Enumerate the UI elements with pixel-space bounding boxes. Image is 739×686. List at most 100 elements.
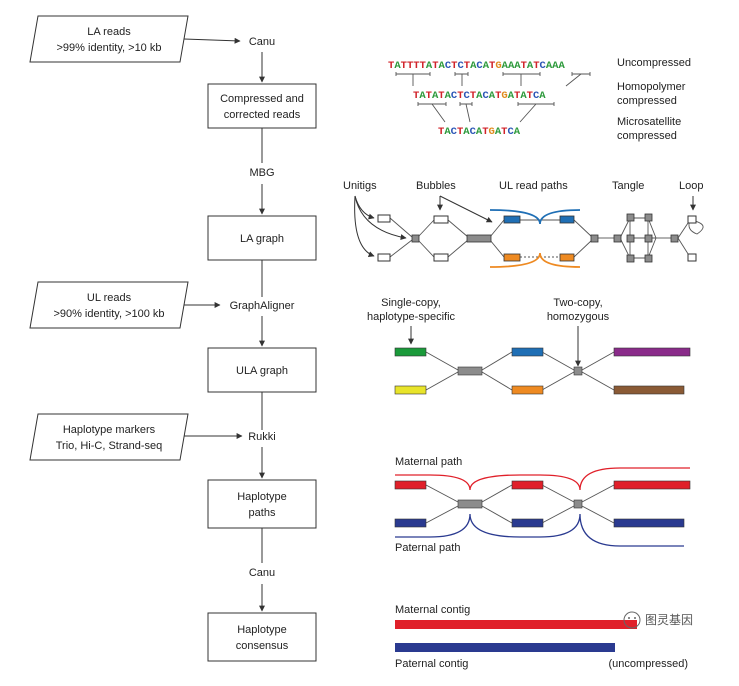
compressed-line2: corrected reads [224, 109, 301, 121]
paternal-path-label: Paternal path [395, 542, 460, 554]
haplotype-markers-input-box [29, 413, 189, 461]
nucleotide-C: C [476, 60, 483, 72]
arrow-la-to-canu [183, 37, 241, 44]
hap-markers-line1: Haplotype markers [63, 424, 156, 436]
uncompressed-label: Uncompressed [617, 57, 691, 69]
nucleotide-A: A [502, 60, 509, 72]
shared-node [466, 234, 492, 243]
nucleotide-A: A [419, 90, 426, 102]
hap-markers-line2: Trio, Hi-C, Strand-seq [56, 440, 163, 452]
bubble-node [433, 253, 449, 262]
nucleotide-A: A [445, 90, 452, 102]
maternal-contig-label: Maternal contig [395, 604, 470, 616]
two-copy-label-2: homozygous [547, 311, 610, 323]
la-graph-box [207, 215, 317, 261]
ul-reads-input-box [29, 281, 189, 329]
wechat-icon [623, 611, 641, 629]
nucleotide-T: T [489, 60, 495, 72]
nucleotide-T: T [501, 126, 507, 138]
uncompressed-sequence: TATTTTATACTCTACATGAAATATCAAA [388, 60, 565, 72]
loop-node [687, 215, 697, 224]
sequence-compression-panel: TATTTTATACTCTACATGAAATATCAAA TATATACTCTA… [388, 57, 691, 142]
nucleotide-T: T [432, 60, 438, 72]
nucleotide-T: T [527, 90, 533, 102]
nucleotide-A: A [508, 60, 515, 72]
nucleotide-C: C [451, 126, 458, 138]
la-reads-line1: LA reads [87, 26, 131, 38]
tangle-node [644, 254, 653, 263]
nucleotide-A: A [470, 60, 477, 72]
compressed-reads-box [207, 83, 317, 129]
path-edges [425, 484, 615, 524]
junction-node [590, 234, 599, 243]
nucleotide-T: T [514, 90, 520, 102]
nucleotide-T: T [451, 60, 457, 72]
nucleotide-C: C [507, 126, 514, 138]
nucleotide-T: T [457, 90, 463, 102]
yellow-node [394, 385, 427, 395]
nucleotide-C: C [482, 90, 489, 102]
contigs-panel: Maternal contig Paternal contig (uncompr… [395, 604, 688, 670]
nucleotide-C: C [533, 90, 540, 102]
unitig-node [377, 253, 391, 262]
single-copy-label-2: haplotype-specific [367, 311, 456, 323]
nucleotide-G: G [501, 90, 507, 102]
nucleotide-A: A [539, 90, 546, 102]
microsatellite-label-1: Microsatellite [617, 116, 681, 128]
haplotype-node-panel: Single-copy, haplotype-specific Two-copy… [367, 297, 691, 395]
compression-connectors [395, 72, 591, 123]
nucleotide-A: A [495, 126, 502, 138]
graph-features-panel: Unitigs Bubbles UL read paths Tangle Loo… [343, 180, 704, 268]
paternal-path-curve [395, 513, 684, 547]
single-copy-label-1: Single-copy, [381, 297, 441, 309]
paternal-node [511, 518, 544, 528]
two-copy-label-1: Two-copy, [553, 297, 602, 309]
canu-step-1: Canu [249, 36, 275, 48]
nucleotide-C: C [470, 126, 477, 138]
nucleotide-A: A [546, 60, 553, 72]
ul-read-path-blue [489, 209, 581, 225]
nucleotide-A: A [439, 60, 446, 72]
wechat-icon-eye [628, 617, 630, 619]
nucleotide-A: A [476, 90, 483, 102]
microsatellite-label-2: compressed [617, 130, 677, 142]
homozygous-node [573, 366, 583, 376]
purple-node [613, 347, 691, 357]
loop-label: Loop [679, 180, 703, 192]
homopolymer-compressed-sequence: TATATACTCTACATGATATCA [413, 90, 546, 102]
paternal-node [394, 518, 427, 528]
nucleotide-A: A [444, 126, 451, 138]
orange-node [511, 385, 544, 395]
nucleotide-T: T [482, 126, 488, 138]
nucleotide-T: T [426, 90, 432, 102]
tangle-node [613, 234, 622, 243]
hap-paths-line2: paths [249, 507, 276, 519]
unitig-node [377, 214, 391, 223]
tangle-label: Tangle [612, 180, 644, 192]
nucleotide-T: T [413, 90, 419, 102]
nucleotide-C: C [540, 60, 547, 72]
hap-consensus-line2: consensus [236, 640, 289, 652]
hap-paths-line1: Haplotype [237, 491, 287, 503]
junction-node [411, 234, 420, 243]
tangle-node [644, 234, 653, 243]
unitig-pointer-arrows [354, 195, 696, 257]
nucleotide-A: A [520, 90, 527, 102]
nucleotide-T: T [457, 126, 463, 138]
maternal-path-label: Maternal path [395, 456, 462, 468]
nucleotide-C: C [457, 60, 464, 72]
nucleotide-A: A [514, 60, 521, 72]
nucleotide-C: C [445, 60, 452, 72]
nucleotide-G: G [489, 126, 495, 138]
watermark: 图灵基因 [623, 611, 693, 629]
nucleotide-A: A [394, 60, 401, 72]
nucleotide-T: T [388, 60, 394, 72]
hap-consensus-line1: Haplotype [237, 624, 287, 636]
green-node [394, 347, 427, 357]
graph-edges [389, 217, 704, 259]
junction-node [670, 234, 679, 243]
maternal-path-curve [395, 467, 690, 491]
nucleotide-A: A [489, 90, 496, 102]
gray-shared-node [457, 366, 483, 376]
graphaligner-step: GraphAligner [230, 300, 295, 312]
